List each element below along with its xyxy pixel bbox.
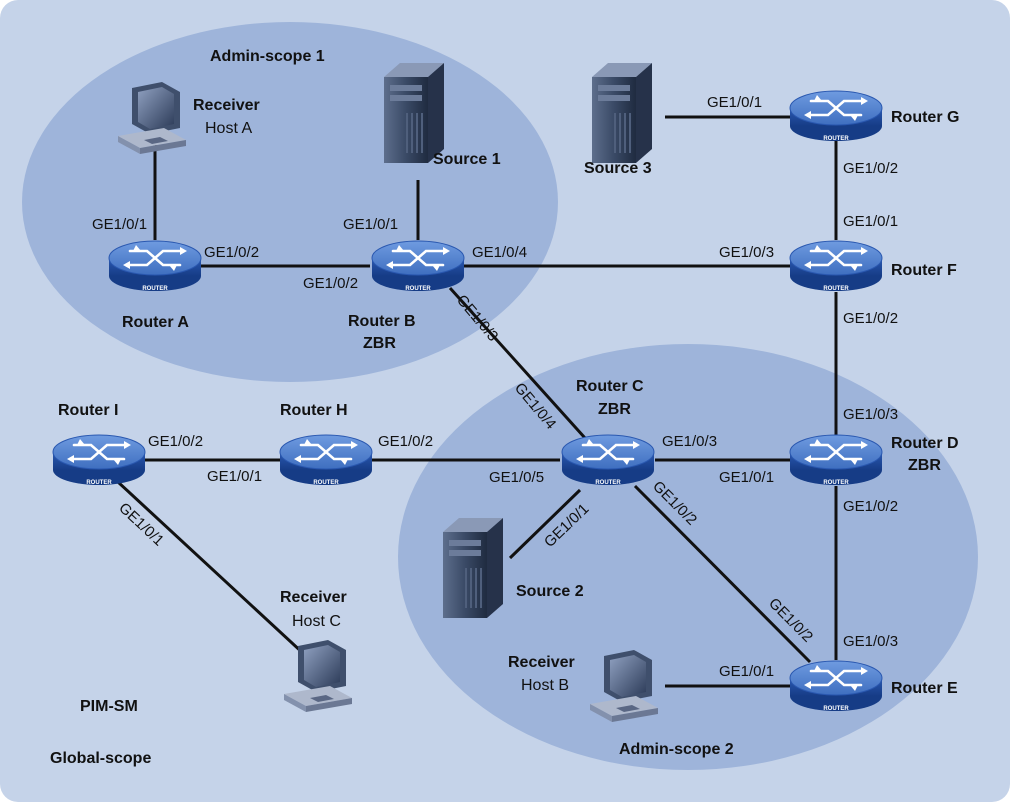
port-label: GE1/0/4: [472, 244, 527, 261]
port-label: GE1/0/2: [843, 160, 898, 177]
link-s2-rc: [508, 488, 582, 560]
router-badge-f: ROUTER: [823, 286, 849, 292]
port-label: GE1/0/2: [843, 498, 898, 515]
pim-sm-label: PIM-SM: [80, 698, 138, 715]
router-d-role: ZBR: [908, 457, 941, 474]
router-badge-e: ROUTER: [823, 706, 849, 712]
host-a-name: Host A: [205, 120, 252, 137]
port-label: GE1/0/3: [843, 633, 898, 650]
router-c-role: ZBR: [598, 401, 631, 418]
router-a-icon[interactable]: [107, 239, 203, 293]
router-c-label: Router C: [576, 378, 644, 395]
router-badge-i: ROUTER: [86, 480, 112, 486]
router-c-icon[interactable]: [560, 433, 656, 487]
router-d-icon[interactable]: [788, 433, 884, 487]
port-label: GE1/0/1: [343, 216, 398, 233]
source-2-label: Source 2: [516, 583, 584, 600]
router-h-icon[interactable]: [278, 433, 374, 487]
port-label: GE1/0/1: [843, 213, 898, 230]
router-badge-a: ROUTER: [142, 286, 168, 292]
host-b-role: Receiver: [508, 654, 575, 671]
port-label: GE1/0/3: [843, 406, 898, 423]
link-rc-re: [633, 484, 812, 664]
admin-scope-2-label: Admin-scope 2: [619, 741, 734, 758]
link-ri-hostc: [116, 480, 307, 657]
server-icon-source-2[interactable]: [443, 518, 503, 618]
router-a-label: Router A: [122, 314, 189, 331]
router-h-label: Router H: [280, 402, 348, 419]
port-label: GE1/0/3: [662, 433, 717, 450]
router-badge-g: ROUTER: [823, 136, 849, 142]
source-3-label: Source 3: [584, 160, 652, 177]
port-label: GE1/0/1: [719, 469, 774, 486]
router-b-icon[interactable]: [370, 239, 466, 293]
port-label: GE1/0/2: [204, 244, 259, 261]
source-1-label: Source 1: [433, 151, 501, 168]
link-rb-rc: [448, 286, 587, 440]
host-c-role: Receiver: [280, 589, 347, 606]
router-e-icon[interactable]: [788, 659, 884, 713]
port-label: GE1/0/2: [303, 275, 358, 292]
server-icon-source-1[interactable]: [384, 63, 444, 163]
host-b-name: Host B: [521, 677, 569, 694]
port-label: GE1/0/2: [378, 433, 433, 450]
router-f-label: Router F: [891, 262, 957, 279]
port-label: GE1/0/1: [92, 216, 147, 233]
port-label: GE1/0/1: [719, 663, 774, 680]
port-label: GE1/0/2: [148, 433, 203, 450]
global-scope-label: Global-scope: [50, 750, 151, 767]
links: [116, 115, 838, 688]
router-b-role: ZBR: [363, 335, 396, 352]
router-e-label: Router E: [891, 680, 958, 697]
host-a-role: Receiver: [193, 97, 260, 114]
router-b-label: Router B: [348, 313, 416, 330]
router-badge-b: ROUTER: [405, 286, 431, 292]
router-badge-d: ROUTER: [823, 480, 849, 486]
port-label: GE1/0/3: [719, 244, 774, 261]
router-badge-h: ROUTER: [313, 480, 339, 486]
port-label: GE1/0/1: [207, 468, 262, 485]
server-icon-source-3[interactable]: [592, 63, 652, 163]
router-g-icon[interactable]: [788, 89, 884, 143]
router-g-label: Router G: [891, 109, 959, 126]
router-badges: ROUTER ROUTER ROUTER ROUTER ROUTER ROUTE…: [86, 136, 849, 712]
port-label: GE1/0/1: [707, 94, 762, 111]
port-label: GE1/0/5: [489, 469, 544, 486]
host-c-name: Host C: [292, 613, 341, 630]
router-i-label: Router I: [58, 402, 118, 419]
router-f-icon[interactable]: [788, 239, 884, 293]
router-i-icon[interactable]: [51, 433, 147, 487]
port-label: GE1/0/2: [843, 310, 898, 327]
router-badge-c: ROUTER: [595, 480, 621, 486]
router-d-label: Router D: [891, 435, 959, 452]
admin-scope-1-label: Admin-scope 1: [210, 48, 325, 65]
